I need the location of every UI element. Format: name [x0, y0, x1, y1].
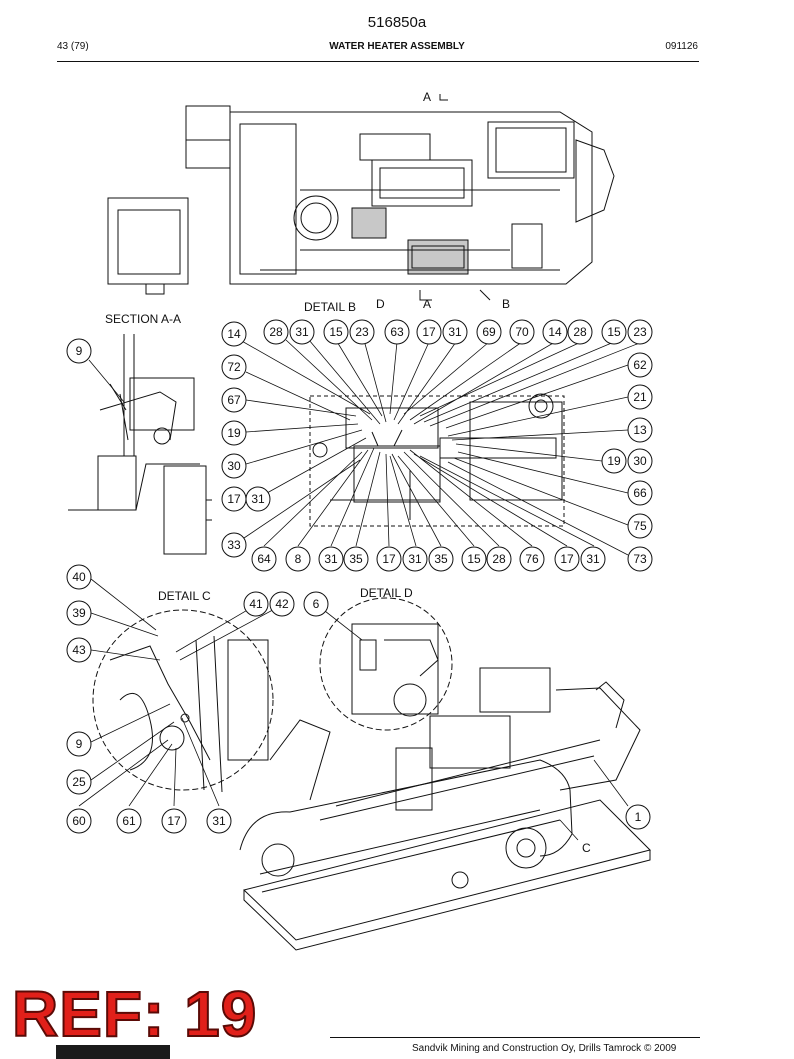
svg-text:31: 31	[251, 492, 265, 506]
svg-text:17: 17	[422, 325, 436, 339]
svg-text:17: 17	[560, 552, 574, 566]
page-indicator: 43 (79)	[57, 41, 89, 52]
svg-text:17: 17	[227, 492, 241, 506]
svg-text:17: 17	[167, 814, 181, 828]
svg-text:61: 61	[122, 814, 136, 828]
svg-text:15: 15	[607, 325, 621, 339]
svg-text:30: 30	[227, 459, 241, 473]
detail-d-marker: D	[376, 297, 385, 311]
section-aa-title: SECTION A-A	[105, 312, 181, 326]
svg-text:31: 31	[324, 552, 338, 566]
svg-text:62: 62	[633, 358, 647, 372]
svg-text:31: 31	[586, 552, 600, 566]
svg-text:13: 13	[633, 423, 647, 437]
page-title: WATER HEATER ASSEMBLY	[329, 41, 465, 52]
callout-detail-b-right: 62 21 13 19 30 66 75 73	[601, 352, 653, 572]
svg-text:40: 40	[72, 570, 86, 584]
document-number: 516850a	[367, 14, 427, 31]
callout-bubbles: 9 28 31 15 23 63 17 31 69 70 14 28 15 23…	[66, 319, 653, 834]
callout-6-detail-d: 6	[303, 591, 329, 617]
svg-text:28: 28	[573, 325, 587, 339]
svg-text:64: 64	[257, 552, 271, 566]
svg-text:73: 73	[633, 552, 647, 566]
detail-b-marker: B	[502, 297, 510, 311]
svg-text:19: 19	[607, 454, 621, 468]
callout-detail-b-top: 28 31 15 23 63 17 31 69 70 14 28 15 23	[263, 319, 653, 345]
svg-text:19: 19	[227, 426, 241, 440]
detail-d-drawing	[319, 597, 453, 731]
top-view-drawing	[107, 94, 615, 301]
svg-text:39: 39	[72, 606, 86, 620]
svg-text:35: 35	[349, 552, 363, 566]
svg-text:17: 17	[382, 552, 396, 566]
copyright-notice: Sandvik Mining and Construction Oy, Dril…	[412, 1043, 677, 1054]
svg-text:31: 31	[448, 325, 462, 339]
svg-text:21: 21	[633, 390, 647, 404]
callout-detail-b-bottom: 64 8 31 35 17 31 35 15 28 76 17 31	[251, 546, 606, 572]
svg-text:31: 31	[295, 325, 309, 339]
svg-text:14: 14	[548, 325, 562, 339]
callout-detail-b-left: 14 72 67 19 30 17 31 33	[221, 321, 271, 558]
svg-text:28: 28	[492, 552, 506, 566]
company-logo	[56, 1045, 170, 1059]
svg-text:66: 66	[633, 486, 647, 500]
detail-d-title: DETAIL D	[360, 586, 413, 600]
svg-text:28: 28	[269, 325, 283, 339]
svg-text:9: 9	[76, 737, 83, 751]
svg-text:76: 76	[525, 552, 539, 566]
svg-text:42: 42	[275, 597, 289, 611]
footer-divider	[330, 1037, 700, 1038]
svg-text:70: 70	[515, 325, 529, 339]
svg-text:14: 14	[227, 327, 241, 341]
section-arrow-top: A	[423, 90, 431, 104]
callout-9-section-aa: 9	[66, 338, 92, 364]
callout-1-iso: 1	[625, 804, 651, 830]
svg-text:23: 23	[355, 325, 369, 339]
svg-text:33: 33	[227, 538, 241, 552]
svg-text:75: 75	[633, 519, 647, 533]
svg-text:31: 31	[212, 814, 226, 828]
callout-detail-c-bottom: 60 61 17 31	[66, 808, 232, 834]
svg-text:69: 69	[482, 325, 496, 339]
detail-c-title: DETAIL C	[158, 589, 211, 603]
section-aa-drawing	[68, 334, 212, 555]
svg-text:63: 63	[390, 325, 404, 339]
detail-b-title: DETAIL B	[304, 300, 356, 314]
section-arrow-bottom: A	[423, 297, 431, 311]
svg-text:6: 6	[313, 597, 320, 611]
svg-text:8: 8	[295, 552, 302, 566]
svg-text:1: 1	[635, 810, 642, 824]
svg-text:31: 31	[408, 552, 422, 566]
svg-text:43: 43	[72, 643, 86, 657]
svg-text:60: 60	[72, 814, 86, 828]
svg-text:30: 30	[633, 454, 647, 468]
isometric-view-drawing	[239, 667, 651, 951]
detail-c-drawing	[92, 609, 274, 793]
callout-detail-c-left: 40 39 43 9 25	[66, 564, 92, 795]
svg-text:15: 15	[467, 552, 481, 566]
svg-text:25: 25	[72, 775, 86, 789]
leader-lines	[78, 339, 643, 841]
svg-text:15: 15	[329, 325, 343, 339]
reference-stamp: REF: 19	[11, 978, 258, 1050]
svg-text:23: 23	[633, 325, 647, 339]
detail-c-marker: C	[582, 841, 591, 855]
svg-text:67: 67	[227, 393, 241, 407]
header-divider	[57, 61, 699, 62]
svg-text:41: 41	[249, 597, 263, 611]
svg-text:72: 72	[227, 360, 241, 374]
callout-detail-c-top: 41 42	[243, 591, 295, 617]
svg-text:9: 9	[76, 344, 83, 358]
revision-code: 091126	[665, 41, 698, 52]
svg-text:35: 35	[434, 552, 448, 566]
